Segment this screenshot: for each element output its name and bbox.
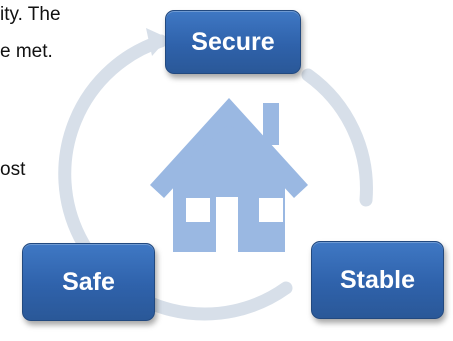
house-icon xyxy=(150,98,308,252)
cycle-arrowhead xyxy=(146,28,168,56)
text-fragment-1: ity. The xyxy=(0,4,61,25)
cycle-node-label: Secure xyxy=(191,27,275,56)
cycle-ring-arc-right xyxy=(301,68,373,207)
cycle-node-stable: Stable xyxy=(311,241,444,319)
text-fragment-2: e met. xyxy=(0,41,53,62)
cycle-node-label: Safe xyxy=(62,267,115,296)
cycle-node-safe: Safe xyxy=(22,243,155,321)
cycle-node-secure: Secure xyxy=(165,10,301,74)
cycle-ring-arc xyxy=(58,34,293,321)
cycle-node-label: Stable xyxy=(339,265,416,294)
text-fragment-3: ost xyxy=(0,159,26,180)
cycle-ring xyxy=(58,28,373,321)
